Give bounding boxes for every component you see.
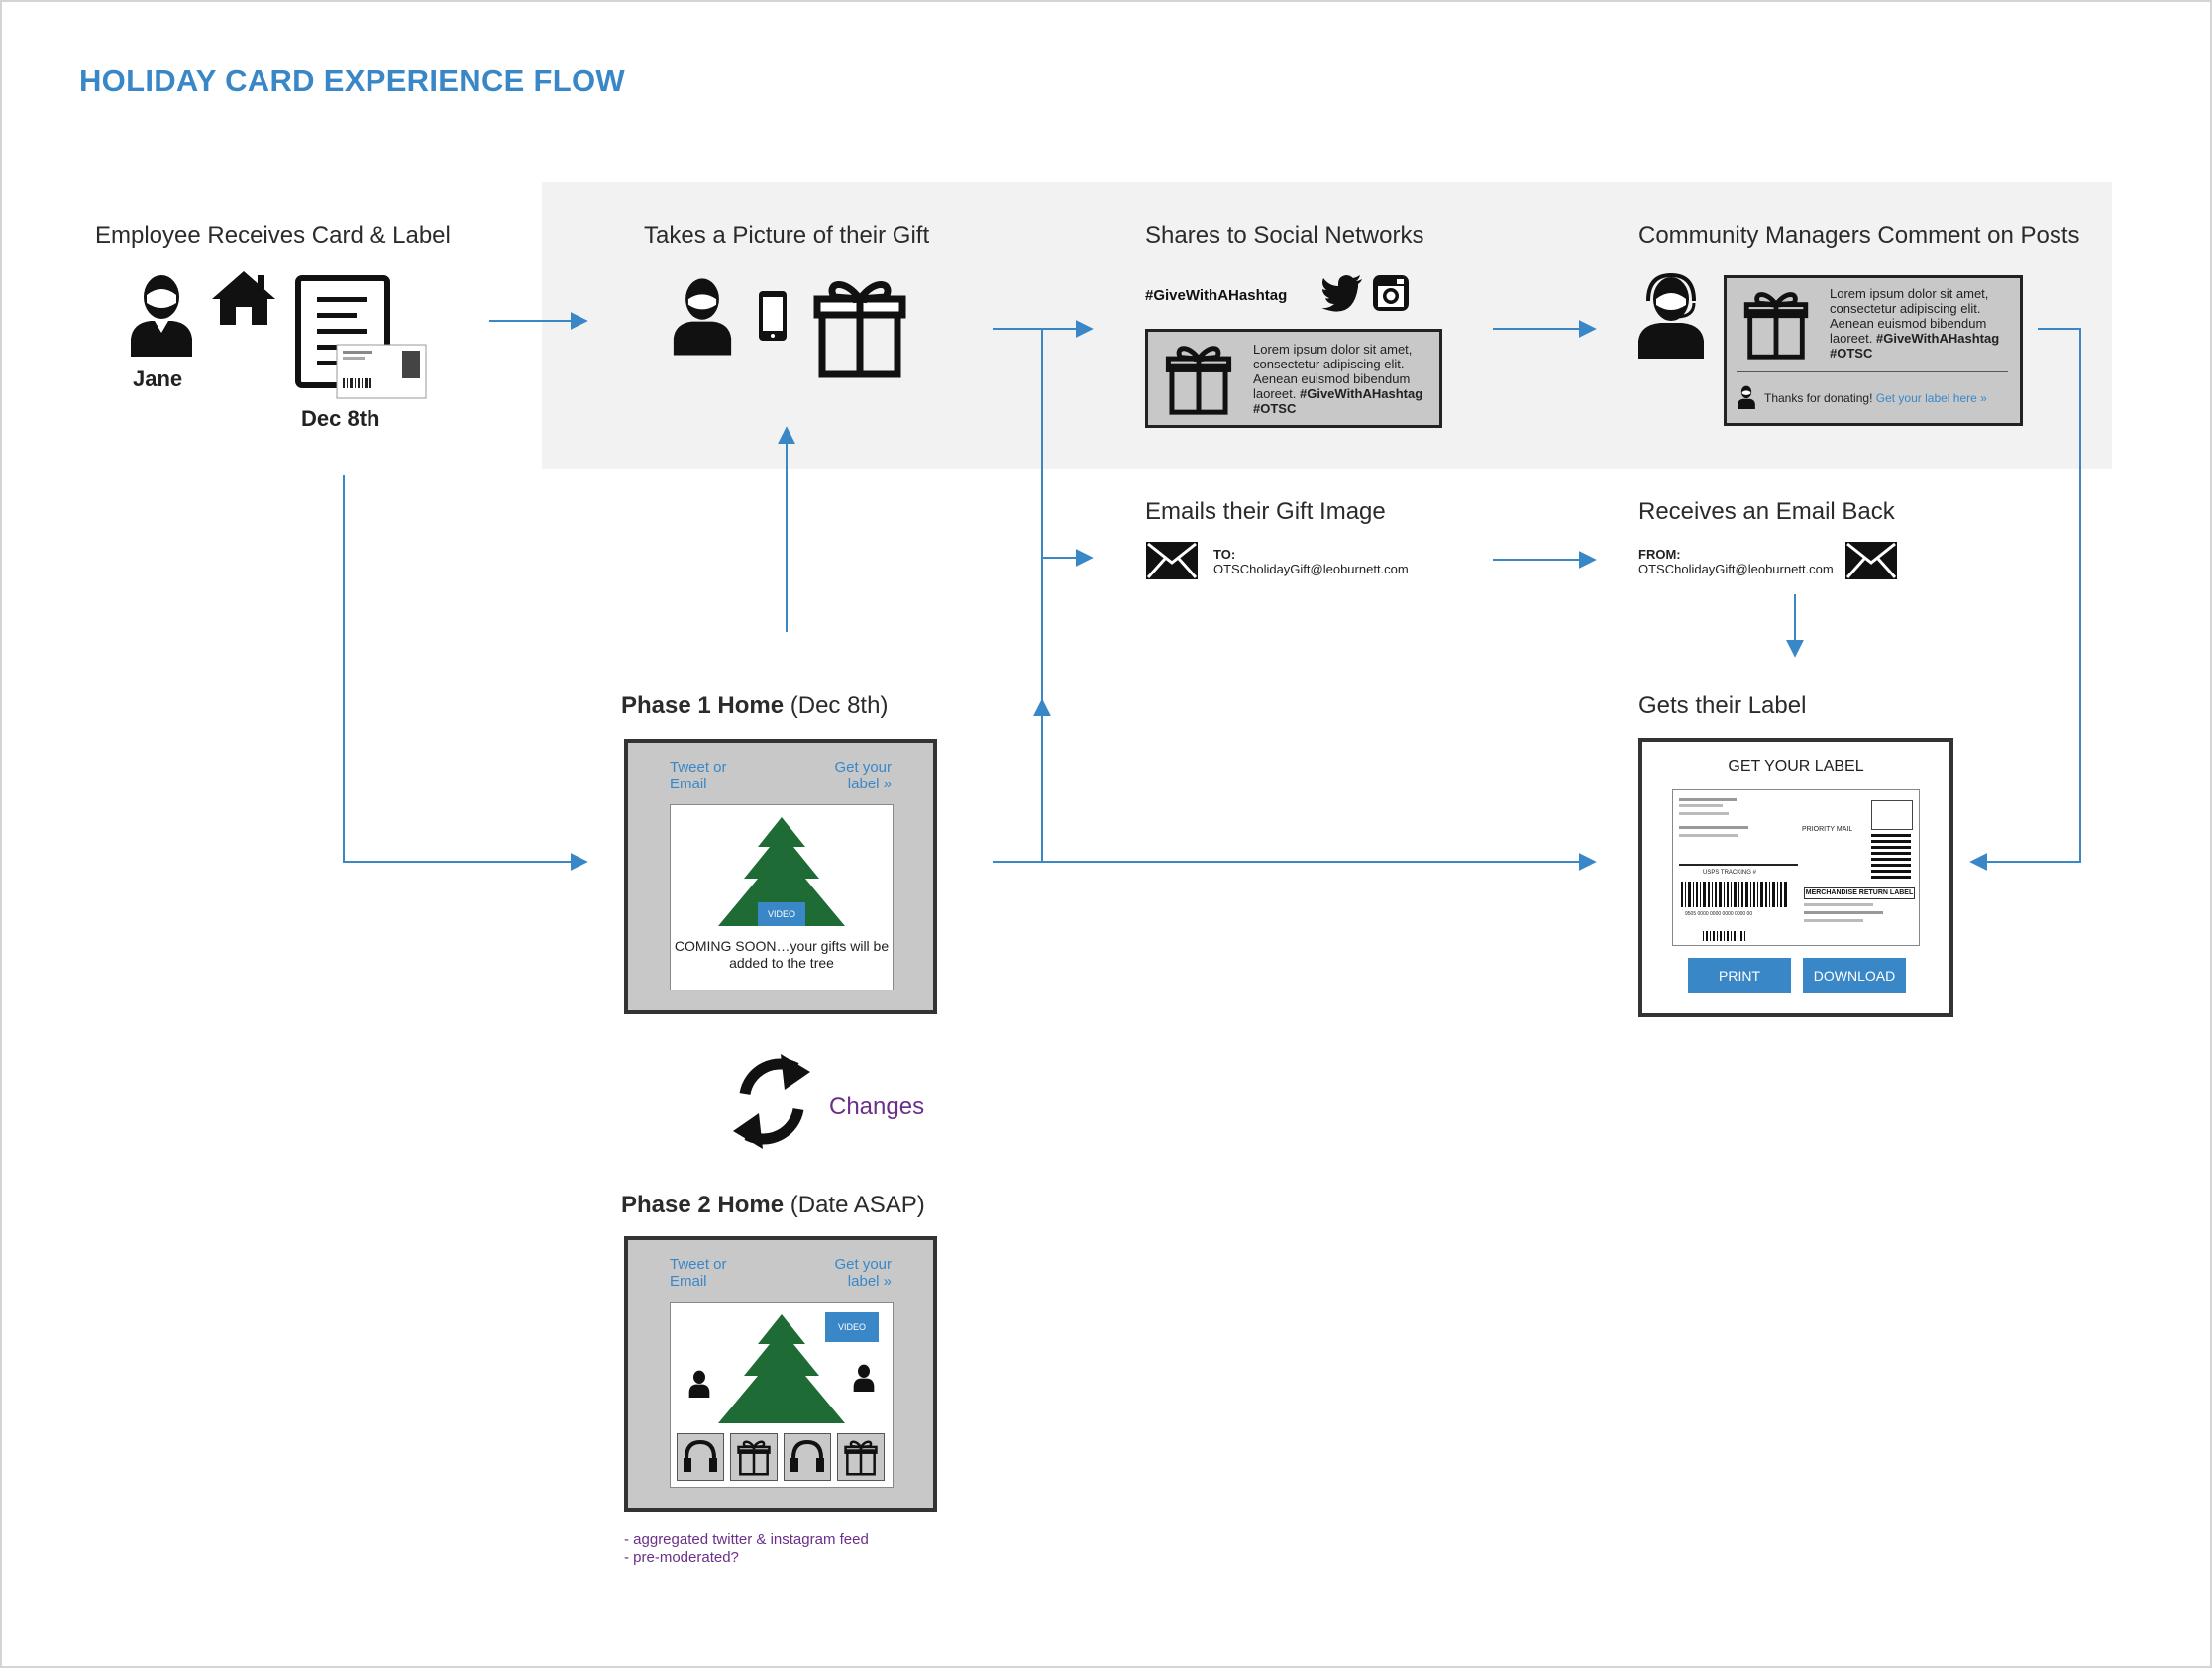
reply-message: Thanks for donating! — [1764, 391, 1873, 405]
email-from-label: FROM: — [1638, 547, 1681, 562]
post-hashtag: #GiveWithAHashtag — [1300, 386, 1423, 401]
card-date: Dec 8th — [301, 406, 380, 431]
feed-thumb-2[interactable] — [730, 1433, 778, 1481]
label-tracking-number: 9505 0000 0000 0000 0000 00 — [1685, 911, 1753, 917]
post-body-text: Lorem ipsum dolor sit amet, consectetur … — [1253, 342, 1413, 401]
label-priority-mail: PRIORITY MAIL — [1802, 826, 1853, 833]
user-person-icon — [673, 278, 732, 356]
reply-text: Thanks for donating! Get your label here… — [1764, 391, 1987, 406]
step-picture-label: Takes a Picture of their Gift — [644, 222, 930, 249]
step-emails-label: Emails their Gift Image — [1145, 498, 1386, 525]
phase1-content-panel: VIDEO COMING SOON…your gifts will be add… — [670, 804, 894, 990]
headphones-icon — [790, 1439, 824, 1472]
diagram-title: HOLIDAY CARD EXPERIENCE FLOW — [79, 63, 625, 98]
shipping-label-preview: PRIORITY MAIL USPS TRACKING # 9505 0000 … — [1672, 789, 1920, 946]
phase2-title: Phase 2 Home (Date ASAP) — [621, 1192, 925, 1219]
label-return-title: MERCHANDISE RETURN LABEL — [1804, 887, 1915, 899]
download-button[interactable]: DOWNLOAD — [1803, 958, 1906, 993]
phase2-get-label-link[interactable]: Get your label » — [834, 1256, 892, 1290]
tracking-barcode — [1681, 882, 1787, 907]
phase1-home-mockup: Tweet or Email Get your label » VIDEO CO… — [624, 739, 937, 1014]
phase1-title: Phase 1 Home (Dec 8th) — [621, 692, 888, 720]
instagram-icon — [1373, 275, 1409, 311]
moderated-post-hashtag: #GiveWithAHashtag — [1876, 331, 2000, 346]
arrow-card-to-phase1 — [343, 475, 588, 871]
phase2-tree-icon — [718, 1314, 845, 1423]
feed-person-right-icon — [853, 1364, 875, 1392]
social-post-card: Lorem ipsum dolor sit amet, consectetur … — [1145, 329, 1442, 428]
phase1-video-button[interactable]: VIDEO — [758, 902, 805, 926]
card-document-icon — [295, 275, 427, 399]
email-from-block: FROM: OTSCholidayGift@leoburnett.com — [1638, 547, 1834, 576]
phase1-title-date: (Dec 8th) — [784, 692, 889, 719]
hashtag-text: #GiveWithAHashtag — [1145, 287, 1288, 304]
label-tracking: USPS TRACKING # — [1703, 870, 1756, 876]
email-to-label: TO: — [1213, 547, 1236, 562]
feed-person-left-icon — [688, 1370, 710, 1398]
phase2-tweet-link[interactable]: Tweet or Email — [670, 1256, 727, 1290]
email-from-address: OTSCholidayGift@leoburnett.com — [1638, 562, 1834, 576]
phase1-tree-icon — [718, 817, 845, 926]
phase2-notes: - aggregated twitter & instagram feed - … — [624, 1531, 869, 1567]
label-screen-title: GET YOUR LABEL — [1728, 758, 1864, 775]
step-gets-label: Gets their Label — [1638, 692, 1807, 719]
employee-name: Jane — [133, 366, 183, 391]
email-to-address: OTSCholidayGift@leoburnett.com — [1213, 562, 1409, 576]
moderated-post-text-block: Lorem ipsum dolor sit amet, consectetur … — [1830, 286, 2010, 361]
phase1-coming-soon: COMING SOON…your gifts will be added to … — [674, 938, 890, 971]
moderated-post-card: Lorem ipsum dolor sit amet, consectetur … — [1724, 275, 2023, 426]
print-button[interactable]: PRINT — [1688, 958, 1791, 993]
phase1-title-bold: Phase 1 Home — [621, 692, 785, 719]
step-receives-label: Employee Receives Card & Label — [95, 222, 451, 249]
community-manager-icon — [1638, 272, 1704, 359]
post-divider — [1737, 371, 2008, 372]
feed-thumb-1[interactable] — [677, 1433, 724, 1481]
moderated-post-gift-icon — [1743, 292, 1809, 360]
post-otsc-tag: #OTSC — [1253, 401, 1297, 416]
feed-thumb-4[interactable] — [837, 1433, 885, 1481]
phase2-title-bold: Phase 2 Home — [621, 1192, 785, 1218]
home-icon — [212, 271, 275, 325]
step-community-label: Community Managers Comment on Posts — [1638, 222, 2080, 249]
phone-icon — [759, 291, 787, 341]
label-screen: GET YOUR LABEL PRIORITY MAIL USPS TRACKI… — [1638, 738, 1953, 1017]
moderated-post-body: Lorem ipsum dolor sit amet, consectetur … — [1830, 286, 1989, 346]
step-email-back-label: Receives an Email Back — [1638, 498, 1895, 525]
changes-label: Changes — [829, 1094, 925, 1120]
post-gift-icon — [1165, 346, 1232, 415]
step-shares-label: Shares to Social Networks — [1145, 222, 1424, 249]
arrow-community-to-label — [1969, 328, 2081, 871]
phase2-video-button[interactable]: VIDEO — [825, 1312, 879, 1342]
phase2-note-1: - aggregated twitter & instagram feed — [624, 1531, 869, 1548]
phase2-note-2: - pre-moderated? — [624, 1549, 739, 1566]
phase2-title-date: (Date ASAP) — [784, 1192, 925, 1218]
reply-label-link[interactable]: Get your label here » — [1875, 391, 1987, 405]
reply-avatar-icon — [1738, 385, 1755, 409]
moderated-post-otsc-tag: #OTSC — [1830, 346, 1873, 361]
feed-gift-icon — [844, 1440, 878, 1476]
feed-gift-icon — [737, 1440, 771, 1476]
post-text-block: Lorem ipsum dolor sit amet, consectetur … — [1253, 342, 1431, 416]
email-to-block: TO: OTSCholidayGift@leoburnett.com — [1213, 547, 1409, 576]
headphones-icon — [684, 1439, 717, 1472]
envelope-icon — [1146, 542, 1198, 579]
small-barcode — [1703, 931, 1745, 941]
phase2-home-mockup: Tweet or Email Get your label » VIDEO — [624, 1236, 937, 1512]
refresh-cycle-icon — [733, 1054, 810, 1149]
feed-thumbnails — [677, 1433, 887, 1481]
phase1-get-label-link[interactable]: Get your label » — [834, 759, 892, 792]
phase2-content-panel: VIDEO — [670, 1302, 894, 1488]
phase1-tweet-link[interactable]: Tweet or Email — [670, 759, 727, 792]
email-back-envelope-icon — [1845, 542, 1897, 579]
feed-thumb-3[interactable] — [784, 1433, 831, 1481]
employee-person-icon — [131, 275, 192, 357]
twitter-icon — [1321, 275, 1362, 312]
gift-icon — [813, 281, 906, 378]
